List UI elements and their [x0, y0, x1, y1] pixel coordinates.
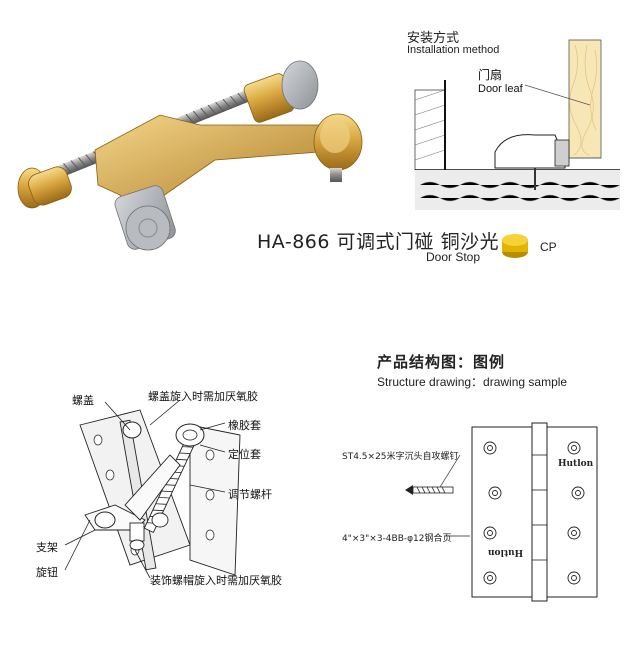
structure-title-en: Structure drawing：drawing sample — [377, 375, 568, 389]
installation-diagram — [414, 39, 621, 210]
finish-code: CP — [540, 240, 557, 254]
installation-title-en: Installation method — [407, 44, 500, 56]
product-name-en: Door Stop — [426, 250, 481, 264]
product-model-title: HA-866 可调式门碰 铜沙光 — [257, 231, 500, 253]
structure-title-cn: 产品结构图：图例 — [377, 353, 506, 371]
label-rubber-sleeve: 橡胶套 — [228, 419, 261, 432]
label-screw-cap-glue: 螺盖旋入时需加厌氧胶 — [148, 390, 258, 403]
exploded-structure-drawing — [79, 409, 241, 576]
hinge-spec-label: 4"×3"×3-4BB-φ12钢合页 — [342, 534, 452, 544]
installation-title-cn: 安装方式 — [407, 31, 460, 46]
hinge-drawing — [405, 422, 598, 602]
label-screw-cap: 螺盖 — [72, 394, 94, 407]
door-stop-product-image — [17, 60, 363, 251]
label-hinge-knob: 旋钮 — [36, 566, 58, 579]
finish-color-swatch — [502, 234, 528, 258]
label-adjust-screw: 调节螺杆 — [228, 488, 272, 501]
brand-mark-top: Hutlon — [558, 459, 594, 469]
door-leaf-label-en: Door leaf — [478, 83, 523, 95]
label-deco-cap-glue: 装饰螺帽旋入时需加厌氧胶 — [150, 574, 282, 587]
door-leaf-label-cn: 门扇 — [478, 68, 503, 82]
brand-mark-bottom: Hutlon — [488, 547, 524, 557]
label-locating-sleeve: 定位套 — [228, 448, 261, 461]
label-bracket: 支架 — [36, 541, 58, 554]
screw-spec-label: ST4.5×25米字沉头自攻螺钉 — [342, 452, 459, 462]
